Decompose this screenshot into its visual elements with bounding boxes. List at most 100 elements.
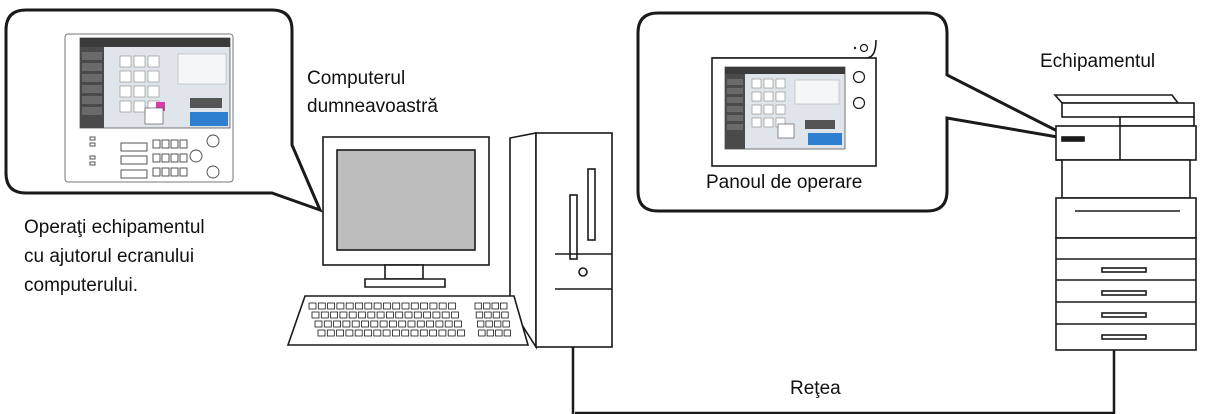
hardware-key [161,167,170,177]
keypad-key [147,55,160,68]
hardware-key [161,139,170,149]
keyboard-key [493,320,502,328]
keypad-key [751,78,762,89]
keyboard-key [426,320,435,328]
keyboard-key [370,320,379,328]
hardware-key [179,153,188,163]
computer-monitor-icon [322,136,490,288]
keyboard-key [429,302,438,310]
keyboard-key [484,311,492,319]
keyboard-key [420,302,429,310]
keyboard-key [358,311,366,319]
keyboard-key [373,302,382,310]
keyboard-key [308,302,317,310]
keyboard-key [323,320,332,328]
keyboard-key [502,320,510,328]
keypad-key [763,91,774,102]
keyboard-key [501,311,509,319]
keypad-key [119,70,132,83]
keyboard-key [336,329,345,337]
keyboard-key [317,329,326,337]
keypad-key [751,117,762,128]
keyboard-key [382,302,391,310]
keypad-key [119,55,132,68]
keyboard-key [491,302,499,310]
keyboard-key [333,320,342,328]
keyboard-key [330,311,339,319]
operate-label-line1: Operaţi echipamentul [24,217,205,238]
keyboard-key [401,302,410,310]
keypad-key [763,78,774,89]
operation-panel-icon [711,39,877,167]
keyboard-key [311,311,320,319]
keyboard-key [339,311,348,319]
keyboard-key [492,311,501,319]
equipment-label: Echipamentul [1040,51,1156,72]
keyboard-key [457,329,465,337]
keypad-key [119,85,132,98]
hardware-key [152,167,161,177]
keyboard-key [413,311,422,319]
hardware-key [152,153,161,163]
keypad-key [775,104,786,115]
keyboard-key [475,311,484,319]
hardware-key [170,139,179,149]
keyboard-key [429,329,438,337]
keyboard-key [345,302,354,310]
keypad-key [133,100,146,113]
keyboard-key [485,320,493,328]
keyboard-key [407,320,416,328]
keyboard-key [404,311,413,319]
computer-label-line2: dumneavoastră [307,96,438,117]
keyboard-key [385,311,394,319]
keyboard-key [401,329,410,337]
keyboard-key [320,311,329,319]
hardware-key [152,139,161,149]
keypad-key [147,85,160,98]
keyboard-key [373,329,382,337]
multifunction-printer-icon [1053,94,1197,351]
keyboard-key [367,311,376,319]
operate-label-line2: cu ajutorul ecranului [24,246,195,267]
operate-label-line3: computerului. [24,275,139,296]
keyboard-key [410,302,419,310]
keypad-key [119,100,132,113]
keyboard-key [326,329,335,337]
keypad-key [133,70,146,83]
keyboard-key [444,320,453,328]
keyboard-key [342,320,351,328]
keyboard-key [503,329,512,337]
keyboard-key [454,320,462,328]
keypad-key [133,85,146,98]
computer-label-line1: Computerul [307,68,406,89]
keyboard-key [435,320,444,328]
keyboard-key [314,320,323,328]
network-label: Reţea [790,378,841,399]
hardware-key [170,153,179,163]
keyboard-key [392,302,401,310]
keyboard-key [395,311,404,319]
keyboard-key [388,320,397,328]
keyboard-key [419,329,428,337]
network-line [571,346,1116,414]
keyboard-key [495,329,503,337]
keyboard-key [478,329,486,337]
keyboard-key [336,302,345,310]
keyboard-key [382,329,391,337]
keyboard-key [348,311,357,319]
keypad-key [147,70,160,83]
keyboard-key [448,302,456,310]
hardware-key [161,153,170,163]
keyboard-key [451,311,459,319]
keyboard-key [345,329,354,337]
keypad-key [751,91,762,102]
keypad-key [133,55,146,68]
keyboard-key [476,320,485,328]
keypad-key [763,117,774,128]
computer-screen-callout [4,8,323,213]
keyboard-key [364,329,372,337]
keyboard-key [500,302,508,310]
keyboard-key [410,329,419,337]
keypad-key [763,104,774,115]
